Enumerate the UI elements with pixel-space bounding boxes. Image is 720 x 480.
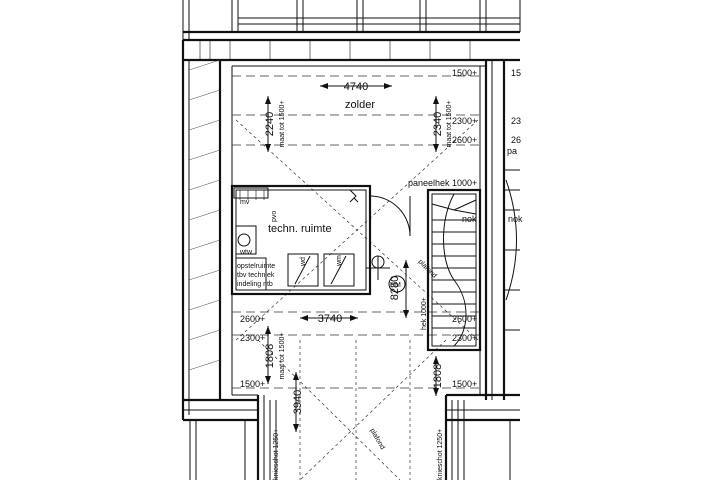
room-label-zolder: zolder <box>345 99 375 111</box>
dim-note-left-mid: maat tot 1500+ <box>279 333 286 380</box>
cut-label-nok: nok <box>508 214 523 224</box>
label-nok: nok <box>462 214 477 224</box>
technical-room <box>230 184 411 296</box>
level-1500-right: 1500+ <box>452 379 477 389</box>
label-opstel-1: opstelruimte <box>237 263 275 270</box>
dim-height-left-mid: 1808 <box>264 344 276 368</box>
right-wall <box>479 60 506 400</box>
level-2600-top: 2600+ <box>452 135 477 145</box>
staircase <box>426 188 482 352</box>
dim-note-right-top: maat tot 1500+ <box>446 101 453 148</box>
label-wd: wd <box>300 257 307 267</box>
roof-slope-lines <box>232 75 480 480</box>
dim-note-left-top: maat tot 1500+ <box>279 101 286 148</box>
label-opstel-3: indeling ntb <box>237 281 273 288</box>
dim-height-right-mid: 1808 <box>432 364 444 388</box>
dim-height-mid: 8280 <box>389 276 401 300</box>
label-paneelhek: paneelhek 1000+ <box>408 178 477 188</box>
left-wall <box>181 40 233 420</box>
neighbour-stair <box>504 169 520 331</box>
level-2600-right: 2600+ <box>452 314 477 324</box>
dim-height-bottom: 3940 <box>292 390 304 414</box>
cut-label-15: 15 <box>511 68 521 78</box>
label-wtw: wtw <box>239 249 253 256</box>
dim-width-bottom: 3740 <box>318 313 342 325</box>
bottom-walls <box>183 393 520 480</box>
label-knieschot-right: knieschot 1250+ <box>437 429 444 480</box>
cut-label-pa: pa <box>507 146 517 156</box>
label-knieschot-left: knieschot 1250+ <box>273 429 280 480</box>
room-label-techn: techn. ruimte <box>268 223 332 235</box>
cut-label-23: 23 <box>511 116 521 126</box>
label-hm: HM <box>390 282 401 289</box>
level-1500-left: 1500+ <box>240 379 265 389</box>
label-plafond-bottom: plafond <box>368 428 386 451</box>
label-wm: wm <box>336 255 343 267</box>
label-opstel-2: tbv techniek <box>237 272 275 279</box>
level-2600-left: 2600+ <box>240 314 265 324</box>
dim-width-top: 4740 <box>344 81 368 93</box>
dim-height-left-top: 2240 <box>264 112 276 136</box>
label-hek: hek 1000+ <box>421 297 428 330</box>
level-2300-right: 2300+ <box>452 333 477 343</box>
dimension-lines <box>265 83 439 432</box>
cut-label-26: 26 <box>511 135 521 145</box>
label-pvo: pvo <box>271 211 278 222</box>
level-2300-left: 2300+ <box>240 333 265 343</box>
dim-height-right-top: 2340 <box>432 112 444 136</box>
level-1500-top: 1500+ <box>452 68 477 78</box>
level-2300-top: 2300+ <box>452 116 477 126</box>
roof-edge-top <box>182 0 521 67</box>
label-mv: mv <box>240 199 250 206</box>
